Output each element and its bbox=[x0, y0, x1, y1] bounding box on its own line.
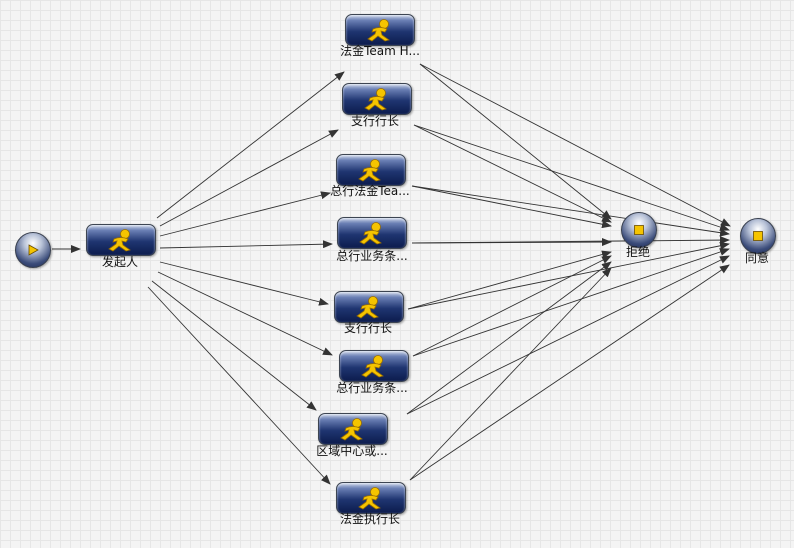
node-label-reject: 拒绝 bbox=[625, 245, 651, 259]
edge-t5-to-approve[interactable] bbox=[407, 241, 730, 310]
edge-t7-to-reject[interactable] bbox=[406, 261, 612, 415]
edge-t8-to-reject[interactable] bbox=[409, 267, 612, 481]
edge-t5-to-reject[interactable] bbox=[407, 250, 612, 310]
node-label-t6: 总行业务条... bbox=[336, 381, 408, 395]
end-event-approve[interactable] bbox=[740, 218, 776, 254]
edge-initiator-to-t1[interactable] bbox=[156, 71, 345, 219]
node-label-t3: 总行法金Tea... bbox=[330, 184, 410, 198]
task-node-t1[interactable] bbox=[345, 14, 415, 46]
edge-t1-to-approve[interactable] bbox=[419, 63, 731, 227]
edge-initiator-to-t3[interactable] bbox=[159, 191, 331, 237]
node-label-t1: 法金Team H... bbox=[340, 44, 420, 58]
edge-t1-to-reject[interactable] bbox=[419, 63, 612, 220]
task-node-t6[interactable] bbox=[339, 350, 409, 382]
start-event[interactable] bbox=[15, 232, 51, 268]
edge-t7-to-approve[interactable] bbox=[406, 255, 730, 415]
edge-t2-to-approve[interactable] bbox=[413, 124, 730, 231]
edge-initiator-to-t6[interactable] bbox=[157, 271, 333, 356]
edge-initiator-to-t4[interactable] bbox=[159, 240, 333, 249]
task-node-t2[interactable] bbox=[342, 83, 412, 115]
edge-t2-to-reject[interactable] bbox=[413, 124, 612, 223]
edge-initiator-to-t2[interactable] bbox=[159, 129, 339, 227]
edge-initiator-to-t8[interactable] bbox=[147, 286, 331, 485]
task-node-t4[interactable] bbox=[337, 217, 407, 249]
task-node-t7[interactable] bbox=[318, 413, 388, 445]
node-label-t8: 法金执行长 bbox=[339, 512, 401, 526]
edge-t8-to-approve[interactable] bbox=[409, 264, 730, 481]
node-label-approve: 同意 bbox=[744, 251, 770, 265]
edge-t3-to-approve[interactable] bbox=[411, 185, 730, 237]
node-label-t5: 支行行长 bbox=[343, 321, 393, 335]
edge-t6-to-approve[interactable] bbox=[412, 248, 730, 357]
task-node-t5[interactable] bbox=[334, 291, 404, 323]
task-node-t8[interactable] bbox=[336, 482, 406, 514]
task-node-t3[interactable] bbox=[336, 154, 406, 186]
task-node-initiator[interactable] bbox=[86, 224, 156, 256]
edge-t4-to-approve[interactable] bbox=[411, 236, 730, 245]
edge-t3-to-reject[interactable] bbox=[411, 185, 612, 229]
node-label-t2: 支行行长 bbox=[350, 114, 400, 128]
node-label-initiator: 发起人 bbox=[101, 255, 139, 269]
edge-initiator-to-t7[interactable] bbox=[151, 280, 317, 411]
edge-initiator-to-t5[interactable] bbox=[159, 261, 329, 306]
node-label-t7: 区域中心或... bbox=[316, 444, 388, 458]
end-event-reject[interactable] bbox=[621, 212, 657, 248]
node-label-t4: 总行业务条... bbox=[336, 249, 408, 263]
edge-t6-to-reject[interactable] bbox=[412, 255, 612, 357]
